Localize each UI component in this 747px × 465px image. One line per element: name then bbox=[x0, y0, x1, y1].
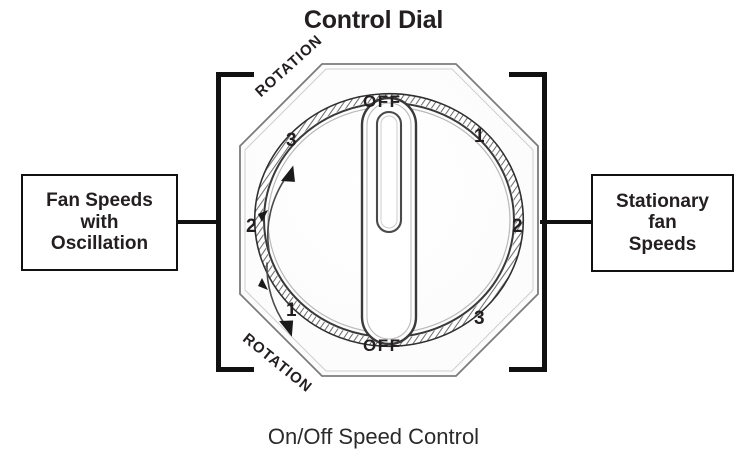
dial-label-off-top: OFF bbox=[363, 92, 402, 111]
bracket-right bbox=[504, 72, 547, 372]
dial-speed-right-1: 1 bbox=[474, 126, 485, 147]
knob-pointer-slot bbox=[375, 110, 403, 234]
dial-label-off-bottom: OFF bbox=[363, 336, 402, 355]
connector-line-right bbox=[540, 220, 592, 224]
knob-pointer-slot-inline bbox=[380, 115, 398, 229]
figure-caption: On/Off Speed Control bbox=[267, 424, 480, 449]
bracket-right-spine bbox=[542, 72, 547, 372]
rotation-tick-arrowhead-upper bbox=[258, 210, 268, 222]
dial-speed-left-3: 3 bbox=[286, 130, 297, 151]
callout-right-label: Stationary fan Speeds bbox=[616, 190, 709, 255]
bracket-left-spine bbox=[216, 72, 221, 372]
callout-left-label: Fan Speeds with Oscillation bbox=[46, 190, 153, 255]
faceplate-inner-edge bbox=[244, 68, 534, 372]
dial-speed-left-1: 1 bbox=[286, 300, 297, 321]
dial-svg bbox=[239, 63, 539, 377]
knob-body-inline bbox=[366, 102, 412, 340]
connector-line-left bbox=[177, 220, 218, 224]
dial-speed-right-2: 2 bbox=[512, 216, 523, 237]
rotation-arrow-arc-upper bbox=[266, 175, 288, 252]
rotation-arrowhead-lower bbox=[279, 320, 294, 337]
dial-speed-right-3: 3 bbox=[474, 308, 485, 329]
control-dial-graphic[interactable] bbox=[234, 58, 544, 383]
dial-speed-left-2: 2 bbox=[246, 216, 257, 237]
dial-ring-outer bbox=[253, 92, 525, 348]
callout-box-fan-speeds-with-oscillation: Fan Speeds with Oscillation bbox=[21, 174, 178, 271]
bracket-right-arm-bottom bbox=[509, 367, 547, 372]
bracket-left-arm-bottom bbox=[216, 367, 254, 372]
rotation-tick-arrowhead-lower bbox=[258, 278, 268, 290]
page-title: Control Dial bbox=[303, 6, 444, 34]
bracket-left bbox=[216, 72, 259, 372]
rotation-arrowhead-upper bbox=[280, 165, 295, 182]
callout-box-stationary-fan-speeds: Stationary fan Speeds bbox=[591, 174, 734, 272]
bracket-right-arm-top bbox=[509, 72, 547, 77]
bracket-left-arm-top bbox=[216, 72, 254, 77]
